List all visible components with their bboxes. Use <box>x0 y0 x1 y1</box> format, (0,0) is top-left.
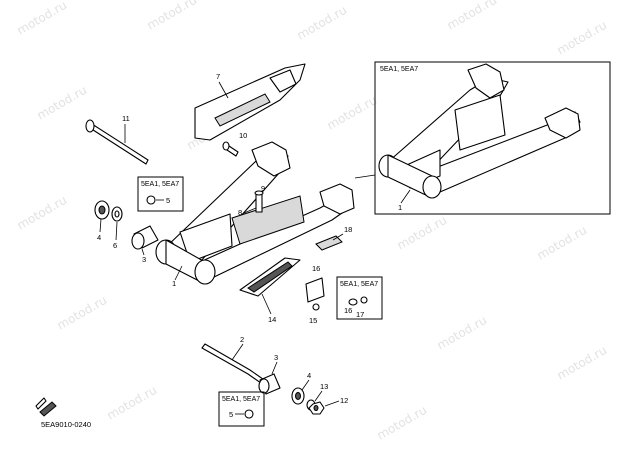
callout-1-inset: 1 <box>398 203 402 212</box>
diagram-code: 5EA9010-0240 <box>41 420 91 429</box>
variant-box-right <box>336 276 383 320</box>
variant-box-lower <box>218 391 265 427</box>
screw-15 <box>312 303 320 311</box>
watermark: motod.ru <box>325 93 380 133</box>
watermark: motod.ru <box>15 0 70 38</box>
callout-9: 9 <box>261 184 265 193</box>
callout-18: 18 <box>344 225 352 234</box>
variant-inset-frame <box>374 61 611 215</box>
callout-13: 13 <box>320 382 328 391</box>
callout-8: 8 <box>238 208 242 217</box>
callout-14: 14 <box>268 315 276 324</box>
callout-3-upper: 3 <box>142 255 146 264</box>
watermark: motod.ru <box>435 313 490 353</box>
watermark: motod.ru <box>145 0 200 33</box>
callout-17: 17 <box>356 310 364 319</box>
watermark: motod.ru <box>535 223 590 263</box>
front-arrow-icon <box>35 397 57 417</box>
variant-box-upper <box>137 176 184 212</box>
callout-5-upper: 5 <box>166 196 170 205</box>
bolt-10 <box>222 141 239 157</box>
watermark: motod.ru <box>55 293 110 333</box>
bolt-9 <box>254 190 264 213</box>
callout-1-main: 1 <box>172 279 176 288</box>
callout-4-left: 4 <box>97 233 101 242</box>
watermark: motod.ru <box>15 193 70 233</box>
collar-3-lower <box>258 373 281 395</box>
pad-18 <box>315 235 343 251</box>
pivot-shaft-11 <box>85 119 149 165</box>
collar-3-upper <box>131 225 159 250</box>
callout-3-lower: 3 <box>274 353 278 362</box>
callout-6: 6 <box>113 241 117 250</box>
variant-box-upper-label: 5EA1, 5EA7 <box>141 181 179 188</box>
callout-7: 7 <box>216 72 220 81</box>
plate-16 <box>305 277 325 303</box>
chain-slider-14 <box>239 257 301 297</box>
watermark: motod.ru <box>555 343 610 383</box>
variant-box-right-label: 5EA1, 5EA7 <box>340 281 378 288</box>
bearing-4-lower <box>291 387 305 405</box>
callout-2: 2 <box>240 335 244 344</box>
callout-12: 12 <box>340 396 348 405</box>
variant-box-lower-label: 5EA1, 5EA7 <box>222 396 260 403</box>
washer-6 <box>111 206 123 222</box>
callout-16-box: 16 <box>344 306 352 315</box>
callout-4-lower: 4 <box>307 371 311 380</box>
inset-variant-label: 5EA1, 5EA7 <box>380 66 418 73</box>
callout-10: 10 <box>239 131 247 140</box>
bearing-4-left <box>94 200 110 220</box>
watermark: motod.ru <box>375 403 430 443</box>
inset-swingarm <box>378 63 581 199</box>
chain-guard-7 <box>194 63 306 141</box>
watermark: motod.ru <box>35 83 90 123</box>
callout-5-lower: 5 <box>229 410 233 419</box>
watermark: motod.ru <box>295 3 350 43</box>
nut-12-hole <box>313 405 319 411</box>
watermark: motod.ru <box>445 0 500 33</box>
callout-11: 11 <box>122 114 130 123</box>
watermark: motod.ru <box>555 18 610 58</box>
watermark: motod.ru <box>395 213 450 253</box>
callout-15: 15 <box>309 316 317 325</box>
main-swingarm <box>155 141 355 285</box>
watermark: motod.ru <box>105 383 160 423</box>
callout-16-main: 16 <box>312 264 320 273</box>
